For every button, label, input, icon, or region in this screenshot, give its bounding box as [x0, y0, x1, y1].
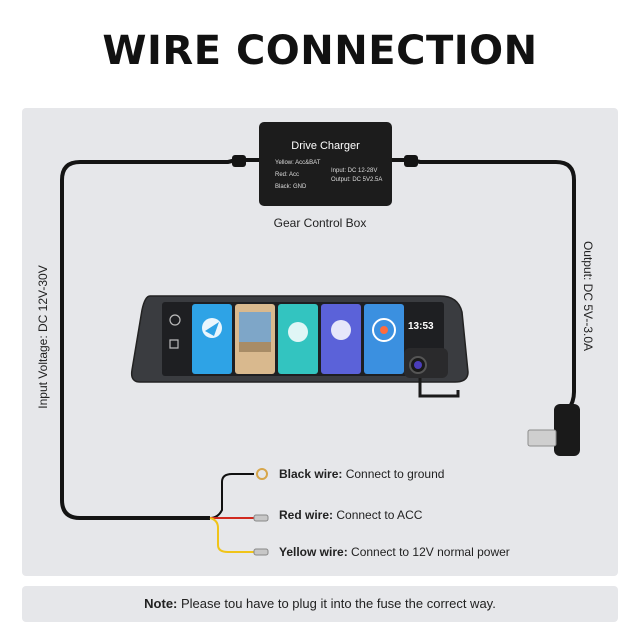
page-title: WIRE CONNECTION: [102, 28, 538, 74]
output-label: Output: DC 5V--3.0A: [581, 240, 595, 352]
usb-plug-icon: [527, 429, 557, 447]
black-wire-desc: Connect to ground: [342, 467, 445, 481]
output-cable: [392, 158, 576, 412]
tile-navigation: [192, 304, 232, 374]
note-label: Note:: [144, 596, 178, 611]
black-wire-label: Black wire: Connect to ground: [279, 467, 444, 481]
charger-output-spec: Output: DC 5V2.5A: [331, 177, 383, 183]
yellow-wire-label: Yellow wire: Connect to 12V normal power: [279, 545, 510, 559]
tile-radar: [364, 304, 404, 374]
charger-wire-black: Black: GND: [275, 184, 307, 190]
charger-wire-red: Red: Acc: [275, 172, 300, 178]
black-wire-name: Black wire:: [279, 467, 343, 481]
drive-charger-box: Drive Charger Yellow: Acc&BAT Red: Acc B…: [259, 122, 392, 206]
usb-connector-body: [554, 404, 580, 456]
input-voltage-label: Input Voltage: DC 12V-30V: [36, 265, 50, 409]
red-wire-label: Red wire: Connect to ACC: [279, 508, 422, 522]
home-icon: [169, 339, 179, 349]
gear-control-box-label: Gear Control Box: [273, 216, 367, 230]
left-strain-relief: [232, 155, 246, 167]
red-wire-name: Red wire:: [279, 508, 334, 522]
note-bar: Note: Please tou have to plug it into th…: [22, 586, 618, 622]
black-wire: [209, 473, 254, 519]
ring-terminal: [256, 468, 268, 480]
mic-icon: [169, 314, 181, 326]
right-strain-relief: [404, 155, 418, 167]
device-clock: 13:53: [408, 321, 434, 332]
charger-wire-yellow: Yellow: Acc&BAT: [275, 160, 321, 166]
charger-title: Drive Charger: [291, 140, 360, 152]
charger-input-spec: Input: DC 12-28V: [331, 168, 378, 174]
note-text: Please tou have to plug it into the fuse…: [177, 596, 496, 611]
yellow-wire-terminal: [253, 548, 269, 556]
yellow-wire-name: Yellow wire:: [279, 545, 348, 559]
red-wire-desc: Connect to ACC: [333, 508, 423, 522]
yellow-wire: [209, 517, 254, 553]
yellow-wire-desc: Connect to 12V normal power: [347, 545, 510, 559]
red-wire-terminal: [253, 514, 269, 522]
input-cable: [60, 158, 259, 520]
